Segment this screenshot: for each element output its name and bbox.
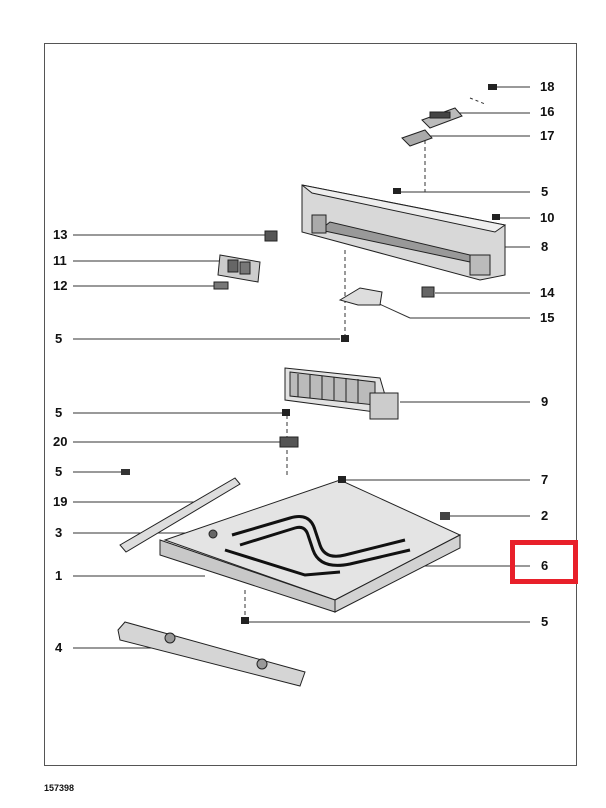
part-17 [401,129,433,147]
screw-5e [241,617,249,624]
screw-10 [492,214,500,220]
screw-18 [488,84,497,90]
callout-3: 3 [55,525,63,540]
callout-18: 18 [540,79,555,94]
callout-14: 14 [540,285,555,300]
callout-6: 6 [541,558,549,573]
callout-12: 12 [53,278,68,293]
leader-15a [374,301,411,319]
callout-19: 19 [53,494,68,509]
screw-7 [338,476,346,483]
callout-8: 8 [541,239,549,254]
part-12 [213,281,229,290]
screw-5c [282,409,290,416]
callout-17: 17 [540,128,555,143]
callout-5-d: 5 [55,464,63,479]
callout-13: 13 [53,227,68,242]
part-16 [421,107,463,129]
callout-16: 16 [540,104,555,119]
screw-5b [341,335,349,342]
part-4-shield [117,621,306,687]
part-8-control-panel [301,184,507,281]
part-1-frame [159,479,462,613]
callout-4: 4 [55,640,63,655]
callout-7: 7 [541,472,549,487]
part-14 [421,286,435,298]
screw-5a [393,188,401,194]
diagram-frame [44,43,577,766]
callout-5-c: 5 [55,405,63,420]
part-6-heating-element [224,515,411,577]
part-9-fan [284,367,399,420]
part-19-rail [119,477,241,553]
part-6-highlight-box [510,540,578,584]
callout-10: 10 [540,210,555,225]
part-11-board [217,254,261,283]
callout-11: 11 [53,253,67,268]
callout-5-a: 5 [541,184,549,199]
part-13 [264,230,278,242]
screw-5d [121,469,130,475]
axis-18-16 [469,97,486,105]
callout-2: 2 [541,508,549,523]
drawing-code: 157398 [44,783,75,793]
part-15 [338,287,383,306]
part-3 [208,529,218,539]
callout-15: 15 [540,310,555,325]
callout-5-e: 5 [541,614,549,629]
callout-9: 9 [541,394,549,409]
callout-20: 20 [53,434,68,449]
part-2 [440,512,450,520]
part-20 [279,436,299,448]
callout-1: 1 [55,568,63,583]
callout-5-b: 5 [55,331,63,346]
